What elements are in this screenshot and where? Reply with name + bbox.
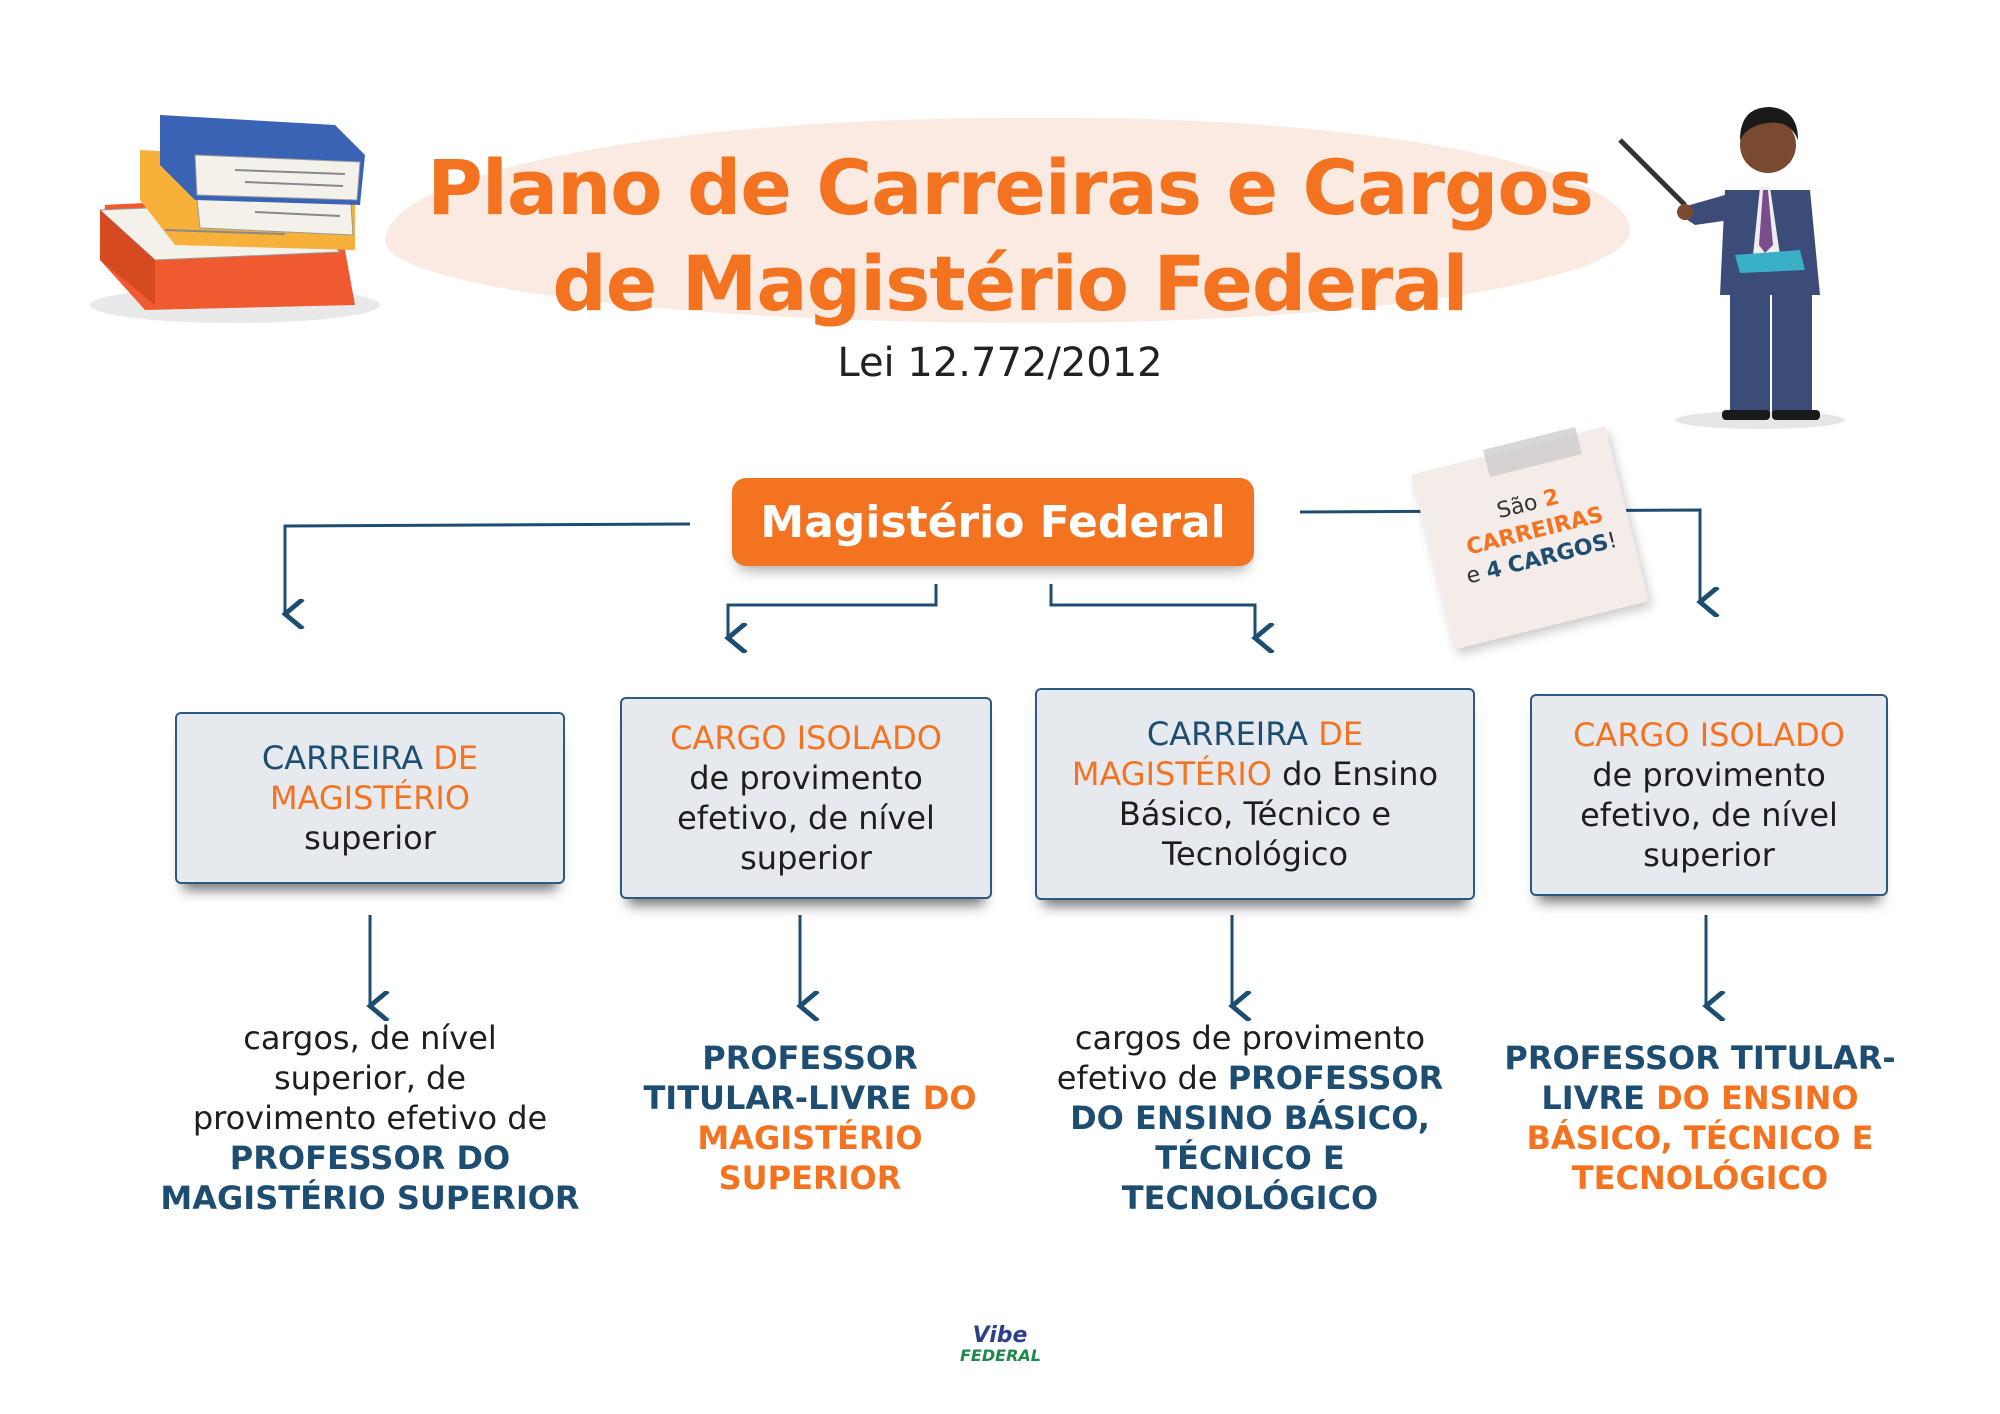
title-line1: Plano de Carreiras e Cargos <box>427 143 1594 232</box>
teacher-icon <box>1618 107 1845 429</box>
box-carreira-magisterio-superior: CARREIRA DE MAGISTÉRIO superior <box>175 712 565 884</box>
line-root-box1 <box>285 522 691 614</box>
line-root-box3 <box>1049 584 1255 638</box>
books-icon <box>90 115 380 323</box>
box-cargo-isolado-1: CARGO ISOLADO de provimento efetivo, de … <box>620 697 992 899</box>
desc-professor-ensino-basico: cargos de provimento efetivo de PROFESSO… <box>1056 1019 1444 1217</box>
desc-professor-magisterio-superior: cargos, de nível superior, de provimento… <box>160 1019 580 1217</box>
title-background <box>385 118 1630 323</box>
page-title: Plano de Carreiras e Cargos de Magistéri… <box>340 140 1680 332</box>
root-node-magisterio-federal: Magistério Federal <box>732 478 1254 566</box>
title-line2: de Magistério Federal <box>552 239 1468 328</box>
box-carreira-ensino-basico: CARREIRA DE MAGISTÉRIO do Ensino Básico,… <box>1035 688 1475 900</box>
desc-professor-titular-livre-superior: PROFESSOR TITULAR-LIVRE DO MAGISTÉRIO SU… <box>643 1039 977 1197</box>
box-cargo-isolado-2: CARGO ISOLADO de provimento efetivo, de … <box>1530 694 1888 896</box>
vibe-federal-logo: Vibe FEDERAL <box>960 1323 1041 1365</box>
desc-professor-titular-livre-ensino-basico: PROFESSOR TITULAR- LIVRE DO ENSINO BÁSIC… <box>1504 1039 1896 1197</box>
law-reference: Lei 12.772/2012 <box>837 340 1163 386</box>
line-root-box2 <box>728 584 938 638</box>
